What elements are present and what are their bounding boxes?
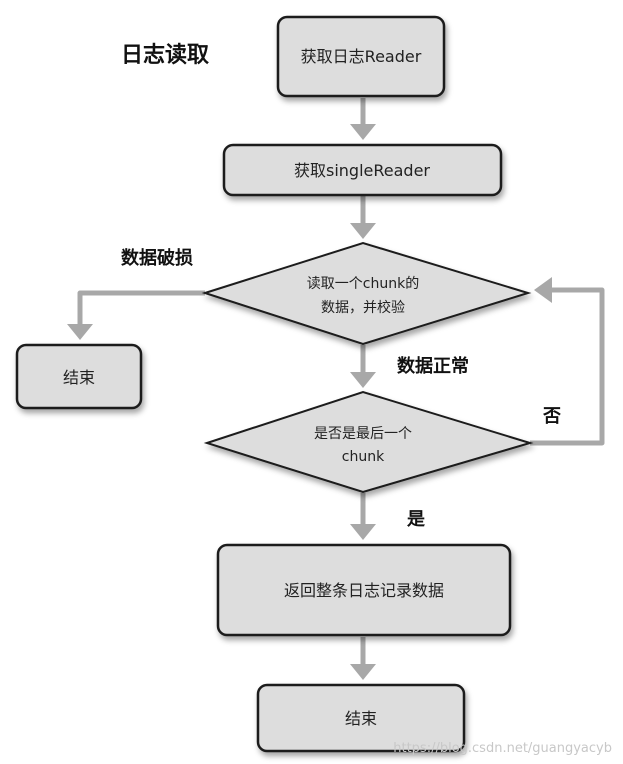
diagram-title: 日志读取 [121,43,209,68]
arrow-loop-back [530,287,605,446]
arrow-diamond1-to-end-left [77,290,205,328]
arrowhead-end-left [67,324,93,340]
node-end-bottom: 结束 [256,683,466,753]
edge-label-no: 否 [542,406,561,427]
node-end-left: 结束 [15,343,143,410]
edge-label-data-ok: 数据正常 [397,355,469,377]
decision-read-chunk: 读取一个chunk的 数据，并校验 [201,241,532,346]
node-get-single-reader-label: 获取singleReader [294,161,430,180]
edge-label-data-corrupt: 数据破损 [121,247,193,269]
decision-read-chunk-line2: 数据，并校验 [321,299,405,316]
node-return-record: 返回整条日志记录数据 [216,543,512,637]
node-return-record-label: 返回整条日志记录数据 [284,581,444,600]
node-get-single-reader: 获取singleReader [222,143,503,197]
node-get-log-reader: 获取日志Reader [276,15,446,98]
watermark-text: https://blog.csdn.net/guangyacyb [393,741,612,756]
edge-label-yes: 是 [406,509,425,530]
arrowhead-diamond2 [350,372,376,388]
node-end-bottom-label: 结束 [345,709,377,728]
arrowhead-end-bottom [350,664,376,680]
arrowhead-box2 [350,124,376,140]
node-end-left-label: 结束 [63,368,95,387]
decision-is-last-chunk-line1: 是否是最后一个 [314,426,412,442]
decision-is-last-chunk: 是否是最后一个 chunk [203,390,534,494]
arrowhead-loop [534,277,552,303]
arrowhead-diamond1 [350,223,376,239]
node-get-log-reader-label: 获取日志Reader [301,47,422,66]
decision-read-chunk-line1: 读取一个chunk的 [307,275,419,292]
connectors [67,98,605,680]
arrowhead-return [350,524,376,540]
decision-is-last-chunk-line2: chunk [342,449,385,465]
